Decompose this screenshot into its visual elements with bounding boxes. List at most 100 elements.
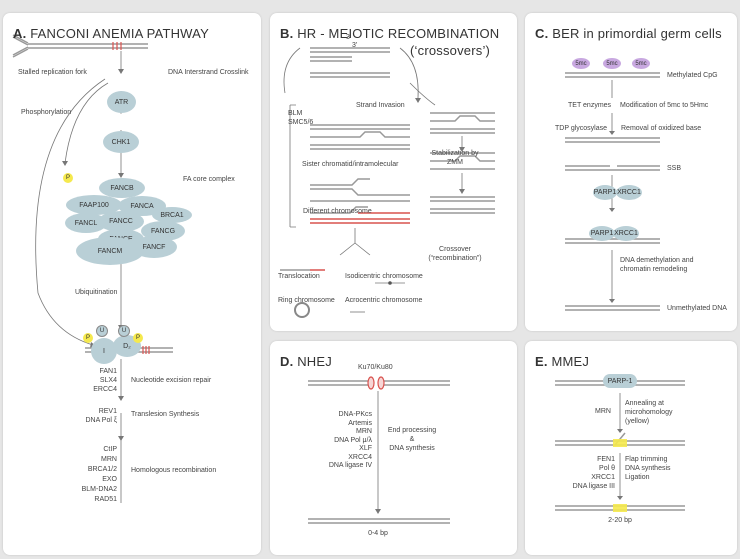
annealing-line: Annealing at bbox=[625, 400, 664, 407]
demethylation-line: chromatin remodeling bbox=[620, 266, 688, 273]
xrcc1-node: XRCC1 bbox=[616, 185, 642, 200]
ssb-label: SSB bbox=[667, 165, 682, 172]
hr-gene: MRN bbox=[101, 456, 117, 463]
modification-label: Modification of 5mc to 5Hmc bbox=[620, 102, 709, 109]
tet-enzymes-label: TET enzymes bbox=[568, 102, 612, 109]
mmej-gene: DNA ligase III bbox=[572, 483, 615, 490]
end-processing-line: DNA synthesis bbox=[389, 445, 435, 452]
panel-d-title: D. NHEJ bbox=[280, 354, 332, 369]
nhej-bp-label: 0-4 bp bbox=[368, 530, 388, 537]
crosslink-label: DNA Interstrand Crosslink bbox=[168, 69, 249, 76]
mmej-diagram-graphics bbox=[555, 380, 685, 512]
panel-c-title-text: BER in primordial germ cells bbox=[552, 26, 722, 41]
nhej-gene: DNA ligase IV bbox=[328, 462, 372, 469]
panel-mmej: E. MMEJ PARP-1 MRN Annealing at microhom… bbox=[525, 341, 737, 555]
end-processing-line: End processing bbox=[387, 427, 437, 434]
strand-invasion-label: Strand Invasion bbox=[356, 102, 405, 109]
fancl-node: FANCL bbox=[65, 213, 107, 233]
ring-chromosome-label: Ring chromosome bbox=[278, 297, 335, 304]
blm-label: BLM SMC5/6 bbox=[288, 109, 313, 127]
stabilization-line: Stabilization by bbox=[431, 150, 479, 157]
5mc-mark-3: 5mc bbox=[632, 58, 650, 69]
panel-b-subtitle: (‘crossovers’) bbox=[410, 43, 491, 58]
stalled-fork-label: Stalled replication fork bbox=[18, 69, 87, 76]
annealing-line: (yellow) bbox=[625, 418, 650, 425]
ner-gene: FAN1 bbox=[99, 368, 117, 375]
nhej-gene: XRCC4 bbox=[348, 453, 372, 461]
mmej-gene: FEN1 bbox=[597, 456, 615, 463]
panel-e-letter: E. bbox=[535, 354, 548, 369]
ku-label: Ku70/Ku80 bbox=[358, 364, 393, 371]
different-chromosome-label: Different chromosome bbox=[303, 208, 372, 215]
annealing-label: Annealing at microhomology (yellow) bbox=[625, 399, 672, 426]
hr-diagram-graphics bbox=[280, 47, 495, 318]
atr-node: ATR bbox=[107, 91, 136, 113]
tdp-glycosylase-label: TDP glycosylase bbox=[555, 125, 608, 132]
crossover-line: (“recombination”) bbox=[428, 255, 482, 262]
stabilization-label: Stabilization by ZMM bbox=[420, 149, 490, 167]
mmej-step: Flap trimming bbox=[625, 456, 668, 463]
panel-d-title-text: NHEJ bbox=[297, 354, 332, 369]
tls-gene: REV1 bbox=[98, 408, 117, 415]
panel-nhej: D. NHEJ Ku70/Ku80 DNA-PKcs Artemis MRN D… bbox=[270, 341, 517, 555]
tls-genes: REV1 DNA Pol ξ bbox=[57, 407, 117, 425]
ner-genes: FAN1 SLX4 ERCC4 bbox=[65, 367, 117, 394]
nhej-gene: XLF bbox=[359, 445, 372, 452]
fancb-node: FANCB bbox=[99, 178, 145, 198]
panel-b-title: B. HR - MEIOTIC RECOMBINATION bbox=[280, 26, 499, 41]
methylated-cpg-label: Methylated CpG bbox=[667, 72, 718, 79]
parp1-node: PARP1 bbox=[593, 185, 617, 200]
fancf-node: FANCF bbox=[131, 236, 177, 258]
panel-c-title: C. BER in primordial germ cells bbox=[535, 26, 722, 41]
nhej-diagram-graphics bbox=[308, 376, 450, 524]
crossover-label: Crossover (“recombination”) bbox=[420, 245, 490, 263]
mmej-gene: XRCC1 bbox=[591, 474, 615, 481]
parp1-node-mmej: PARP-1 bbox=[603, 374, 637, 388]
tls-gene: DNA Pol ξ bbox=[85, 417, 117, 424]
hr-gene: CtIP bbox=[103, 446, 117, 453]
sister-chromatid-label: Sister chromatid/intramolecular bbox=[302, 161, 399, 168]
three-prime-label-1: 3' bbox=[346, 34, 352, 41]
hr-gene: EXO bbox=[102, 476, 117, 483]
phosphorylation-label: Phosphorylation bbox=[21, 109, 72, 116]
end-processing-line: & bbox=[409, 436, 415, 443]
crossover-line: Crossover bbox=[439, 246, 471, 253]
annealing-line: microhomology bbox=[625, 409, 673, 416]
panel-b-letter: B. bbox=[280, 26, 294, 41]
mmej-bp-label: 2-20 bp bbox=[608, 517, 632, 524]
mmej-step: DNA synthesis bbox=[625, 465, 671, 472]
xrcc1-node-bound: XRCC1 bbox=[613, 226, 639, 241]
fa-core-complex-label: FA core complex bbox=[183, 176, 235, 183]
blm-label-line: BLM bbox=[288, 110, 303, 117]
mmej-step: Ligation bbox=[625, 474, 650, 481]
panel-a-title-text: FANCONI ANEMIA PATHWAY bbox=[30, 26, 209, 41]
three-prime-label-2: 3' bbox=[352, 42, 358, 49]
ner-gene: SLX4 bbox=[99, 377, 117, 384]
tls-label: Translesion Synthesis bbox=[131, 411, 200, 418]
ubiquitin-badge-2: U bbox=[118, 325, 130, 337]
fanci-node: I bbox=[91, 338, 117, 364]
nhej-gene: DNA Pol μ/λ bbox=[334, 436, 372, 444]
ubiquitination-label: Ubiquitination bbox=[75, 289, 118, 296]
end-processing-label: End processing & DNA synthesis bbox=[382, 426, 442, 453]
phosphate-badge: P bbox=[63, 173, 73, 183]
5mc-mark-1: 5mc bbox=[572, 58, 590, 69]
hr-genes: CtIP MRN BRCA1/2 EXO BLM-DNA2 RAD51 bbox=[53, 445, 117, 505]
flap-trimming-label: Flap trimming DNA synthesis Ligation bbox=[625, 455, 671, 482]
ner-gene: ERCC4 bbox=[93, 386, 117, 393]
demethylation-label: DNA demethylation and chromatin remodeli… bbox=[620, 256, 694, 274]
faap100-node: FAAP100 bbox=[66, 195, 122, 215]
mmej-gene: Pol θ bbox=[599, 465, 615, 472]
ner-label: Nucleotide excision repair bbox=[131, 377, 212, 384]
blm-label-line: SMC5/6 bbox=[288, 119, 314, 126]
panel-ber: C. BER in primordial germ cells 5mc 5mc … bbox=[525, 13, 737, 331]
hr-gene: BRCA1/2 bbox=[87, 466, 117, 473]
panel-d-letter: D. bbox=[280, 354, 294, 369]
nhej-gene: MRN bbox=[356, 428, 372, 435]
hr-gene: RAD51 bbox=[94, 496, 117, 503]
translocation-label: Translocation bbox=[278, 273, 320, 280]
panel-a-title: A. FANCONI ANEMIA PATHWAY bbox=[13, 26, 209, 41]
panel-meiotic-recombination: B. HR - MEIOTIC RECOMBINATION (‘crossove… bbox=[270, 13, 517, 331]
stabilization-line: ZMM bbox=[447, 159, 463, 166]
fancc-node: FANCC bbox=[98, 211, 144, 232]
